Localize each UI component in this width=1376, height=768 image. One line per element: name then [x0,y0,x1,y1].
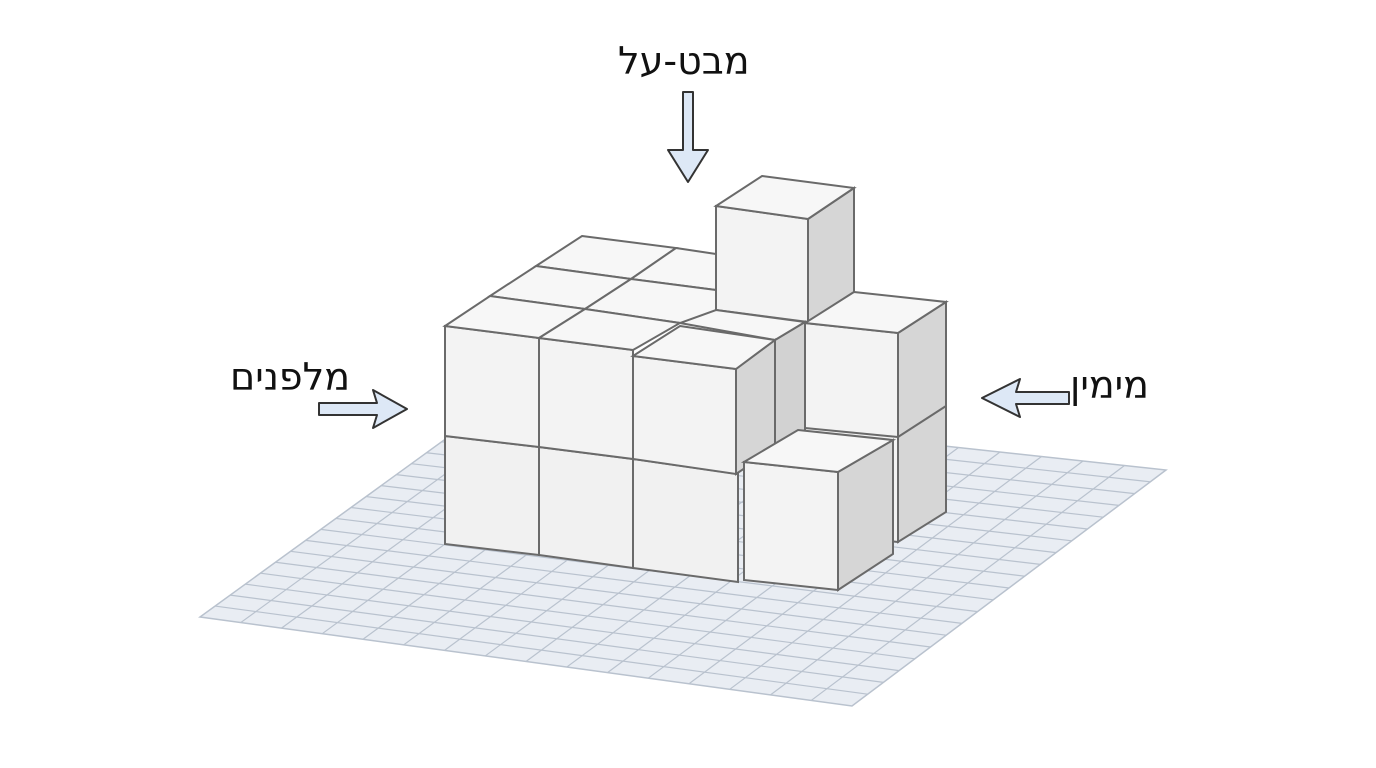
floor-grid-line [290,550,947,636]
cube-front-face [444,324,540,449]
cube-top-face [802,290,949,335]
floor-grid-line [245,583,900,672]
floor-grid-line [230,594,884,683]
cube-front-face [632,354,737,476]
cube-edge [804,427,899,438]
right-view-label: מימין [1070,363,1149,407]
cube-front-face [444,434,540,557]
cube-front-face [538,336,634,461]
cube-front-face [743,460,839,592]
cube-edge [897,405,947,438]
floor-grid-line [260,572,915,660]
cube-front-face [632,457,739,584]
right-view-arrow-icon [981,378,1070,418]
cube-side-face [774,320,806,450]
cube-top-face [713,174,857,221]
floor-grid-line [215,605,868,695]
top-view-label: מבט-על [618,39,750,83]
top-view-arrow-icon [667,91,709,183]
cube-stack [442,174,949,592]
front-view-arrow-icon [318,389,408,429]
cube-front-face [715,204,809,324]
cube-top-face [536,307,683,352]
front-view-label: מלפנים [230,355,351,399]
floor-grid-line [275,561,931,648]
view-arrows [318,91,1070,429]
cube-front-face [538,445,634,570]
cube-top-face [740,428,897,474]
floor-grid-line [305,539,962,624]
cube-top-face [630,324,778,371]
